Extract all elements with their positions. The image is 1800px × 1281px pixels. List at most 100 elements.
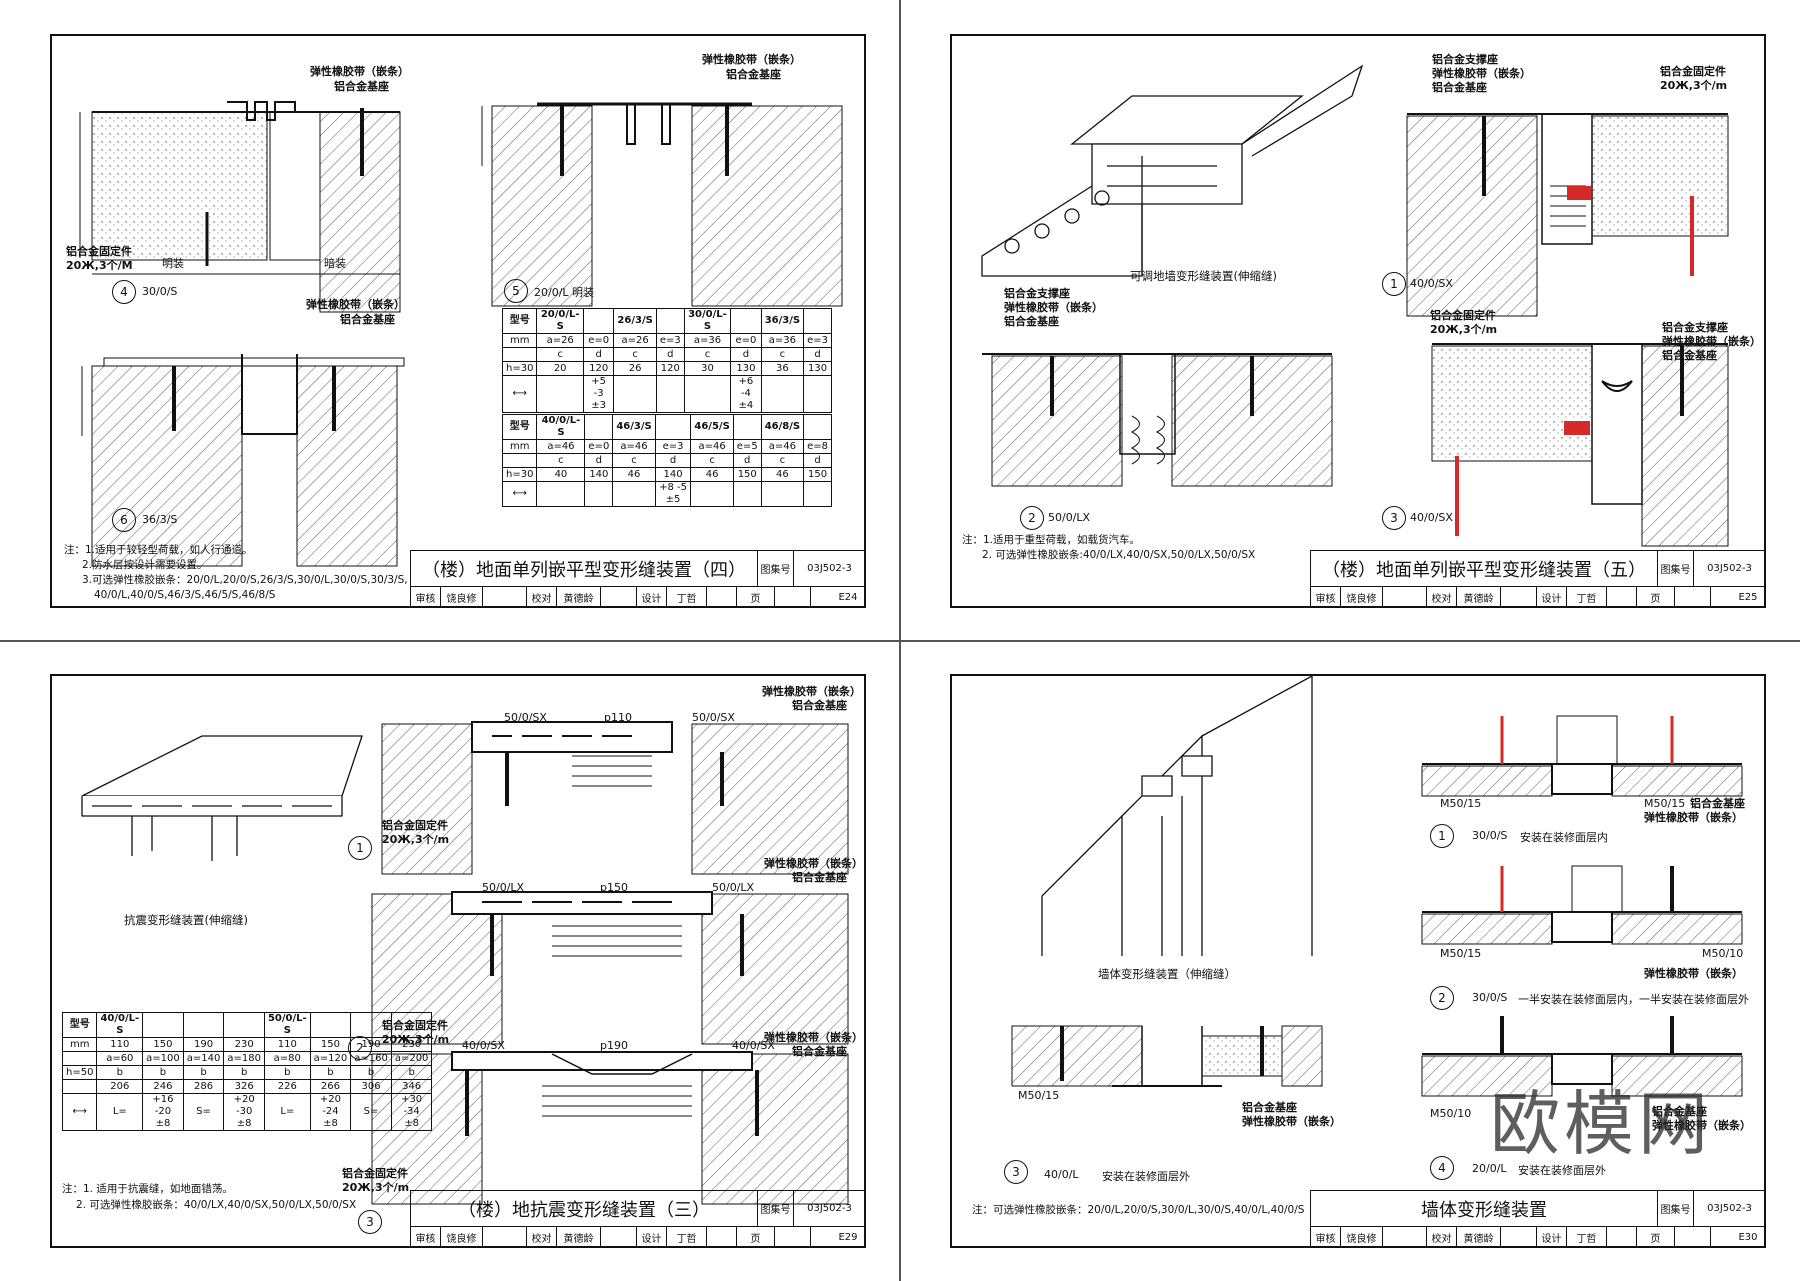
table-cell: c — [613, 347, 657, 362]
title-block-cell — [601, 587, 637, 607]
e29-d1-right: 50/0/SX — [692, 711, 735, 724]
title-block-cell — [1607, 1227, 1637, 1247]
title-block-cell: 黄德龄 — [1457, 587, 1501, 607]
table-cell: +20 -30 ±8 — [223, 1093, 265, 1131]
title-block-cell: E24 — [838, 591, 858, 603]
table-cell — [182, 1012, 225, 1038]
title-block-cell — [775, 587, 811, 607]
table-cell — [655, 308, 685, 334]
e30-d1-rubber: 弹性橡胶带（嵌条） — [1644, 811, 1743, 824]
e30-3d-caption: 墙体变形缝装置（伸缩缝） — [1098, 967, 1236, 981]
e30-d2-m5010: M50/10 — [1702, 947, 1744, 960]
table-cell: 110 — [263, 1037, 311, 1052]
table-cell: +20 -24 ±8 — [309, 1093, 352, 1131]
e30-d2-m5015: M50/15 — [1440, 947, 1482, 960]
e24-note-4: 40/0/L,40/0/S,46/3/S,46/5/S,46/8/S — [94, 589, 276, 601]
e30-detail-1-marker: 1 — [1430, 824, 1454, 848]
title-block-cell: 校对 — [527, 587, 557, 607]
table-cell — [760, 375, 805, 413]
title-block-cell: 校对 — [1427, 1227, 1457, 1247]
e25-title: （楼）地面单列嵌平型变形缝装置（五） — [1311, 551, 1658, 587]
e25-detail-1-drawing — [1406, 113, 1729, 317]
table-cell: a=46 — [536, 439, 586, 454]
e29-d1-base: 铝合金基座 — [792, 699, 847, 712]
e30-detail-2-desc: 一半安装在装修面层内，一半安装在装修面层外 — [1518, 993, 1749, 1006]
e29-3d-caption: 抗震变形缝装置(伸缩缝) — [124, 913, 248, 927]
table-cell: 326 — [223, 1079, 265, 1094]
table-cell: e=3 — [654, 439, 692, 454]
table-cell: 120 — [655, 361, 685, 376]
e30-detail-2-name: 30/0/S — [1472, 991, 1508, 1004]
table-cell: +16 -20 ±8 — [142, 1093, 184, 1131]
e25-detail-2-drawing — [982, 353, 1333, 487]
e30-detail-4-drawing — [1421, 1016, 1743, 1097]
table-cell: 36 — [760, 361, 805, 376]
title-block-cell: 页 — [1637, 587, 1675, 607]
sheet-e25: 可调地墙变形缝装置(伸缩缝) 铝合金支撑座 弹性橡胶带（嵌条） 铝合金基座 铝合… — [950, 34, 1766, 608]
table-cell: a=46 — [612, 439, 656, 454]
e29-note-2: 2. 可选弹性橡胶嵌条：40/0/LX,40/0/SX,50/0/LX,50/0… — [76, 1199, 357, 1211]
table-cell: ⟷ — [501, 481, 538, 507]
table-cell: 40 — [536, 467, 586, 482]
table-cell: a=100 — [142, 1051, 184, 1066]
table-cell — [732, 481, 762, 507]
e29-d3-right: 40/0/SX — [732, 1039, 775, 1052]
table-cell: c — [760, 347, 805, 362]
table-cell: 150 — [732, 467, 762, 482]
e30-detail-4-desc: 安装在装修面层外 — [1518, 1164, 1606, 1177]
e25-detail-1-marker: 1 — [1382, 272, 1406, 296]
title-block-cell — [1501, 1227, 1537, 1247]
table-cell: b — [309, 1065, 352, 1080]
table-cell: d — [803, 347, 832, 362]
e25-d1-fixing-spec: 20Ж,3个/m — [1660, 79, 1728, 92]
e30-d4-rubber: 弹性橡胶带（嵌条） — [1652, 1119, 1751, 1132]
table-cell: L= — [263, 1093, 311, 1131]
e30-d2-rubber: 弹性橡胶带（嵌条） — [1644, 967, 1743, 980]
table-cell: b — [142, 1065, 184, 1080]
e25-d2-support: 铝合金支撑座 — [1004, 287, 1070, 300]
title-block-cell — [775, 1227, 811, 1247]
e25-title-block: （楼）地面单列嵌平型变形缝装置（五） 图集号 03J502-3 审核饶良修校对黄… — [1310, 550, 1765, 607]
table-cell: S= — [350, 1093, 392, 1131]
table-cell — [613, 375, 657, 413]
title-block-cell: E29 — [838, 1231, 858, 1243]
table-cell: 20 — [536, 361, 584, 376]
table-cell: 226 — [263, 1079, 311, 1094]
e25-drawings — [981, 64, 1729, 547]
e29-atlas-no: 03J502-3 — [794, 1191, 865, 1227]
e25-d3-rubber: 弹性橡胶带（嵌条） — [1662, 335, 1761, 348]
sheet-divider-horizontal — [0, 640, 1800, 642]
table-cell: b — [390, 1065, 433, 1080]
table-cell: c — [536, 347, 584, 362]
table-cell: 40/0/L-S — [96, 1012, 144, 1038]
e29-title-block: （楼）地抗震变形缝装置（三） 图集号 03J502-3 审核饶良修校对黄德龄设计… — [410, 1190, 865, 1247]
e30-d1-m5015-left: M50/15 — [1440, 797, 1482, 810]
e29-d2-left: 50/0/LX — [482, 881, 525, 894]
table-cell: e=3 — [803, 333, 832, 348]
table-cell: 150 — [803, 467, 832, 482]
table-cell — [350, 1012, 392, 1038]
table-cell: 150 — [142, 1037, 184, 1052]
e24-note-3: 3.可选弹性橡胶嵌条：20/0/L,20/0/S,26/3/S,30/0/L,3… — [82, 574, 408, 586]
title-block-cell — [1383, 587, 1427, 607]
title-block-cell: 丁哲 — [1567, 587, 1607, 607]
e30-detail-4-name: 20/0/L — [1472, 1162, 1507, 1175]
e24-detail-4-name: 30/0/S — [142, 285, 178, 298]
table-cell — [61, 1079, 98, 1094]
title-block-cell — [483, 587, 527, 607]
detail-5-drawing — [481, 102, 843, 307]
e30-detail-2-drawing — [1421, 865, 1743, 945]
e24-detail-6-marker: 6 — [112, 508, 136, 532]
table-cell: S= — [182, 1093, 225, 1131]
table-cell — [582, 308, 615, 334]
table-cell: 46/5/S — [690, 414, 734, 440]
table-cell: d — [730, 347, 762, 362]
e24-note-1: 注：1.适用于较轻型荷载，如人行通道。 — [64, 544, 253, 556]
table-cell: d — [582, 347, 615, 362]
table-cell: 26/3/S — [613, 308, 657, 334]
table-cell: 230 — [390, 1037, 433, 1052]
e25-d2-rubber: 弹性橡胶带（嵌条） — [1004, 301, 1103, 314]
e24-drawings — [79, 101, 843, 567]
e30-d4-base: 铝合金基座 — [1652, 1105, 1707, 1118]
